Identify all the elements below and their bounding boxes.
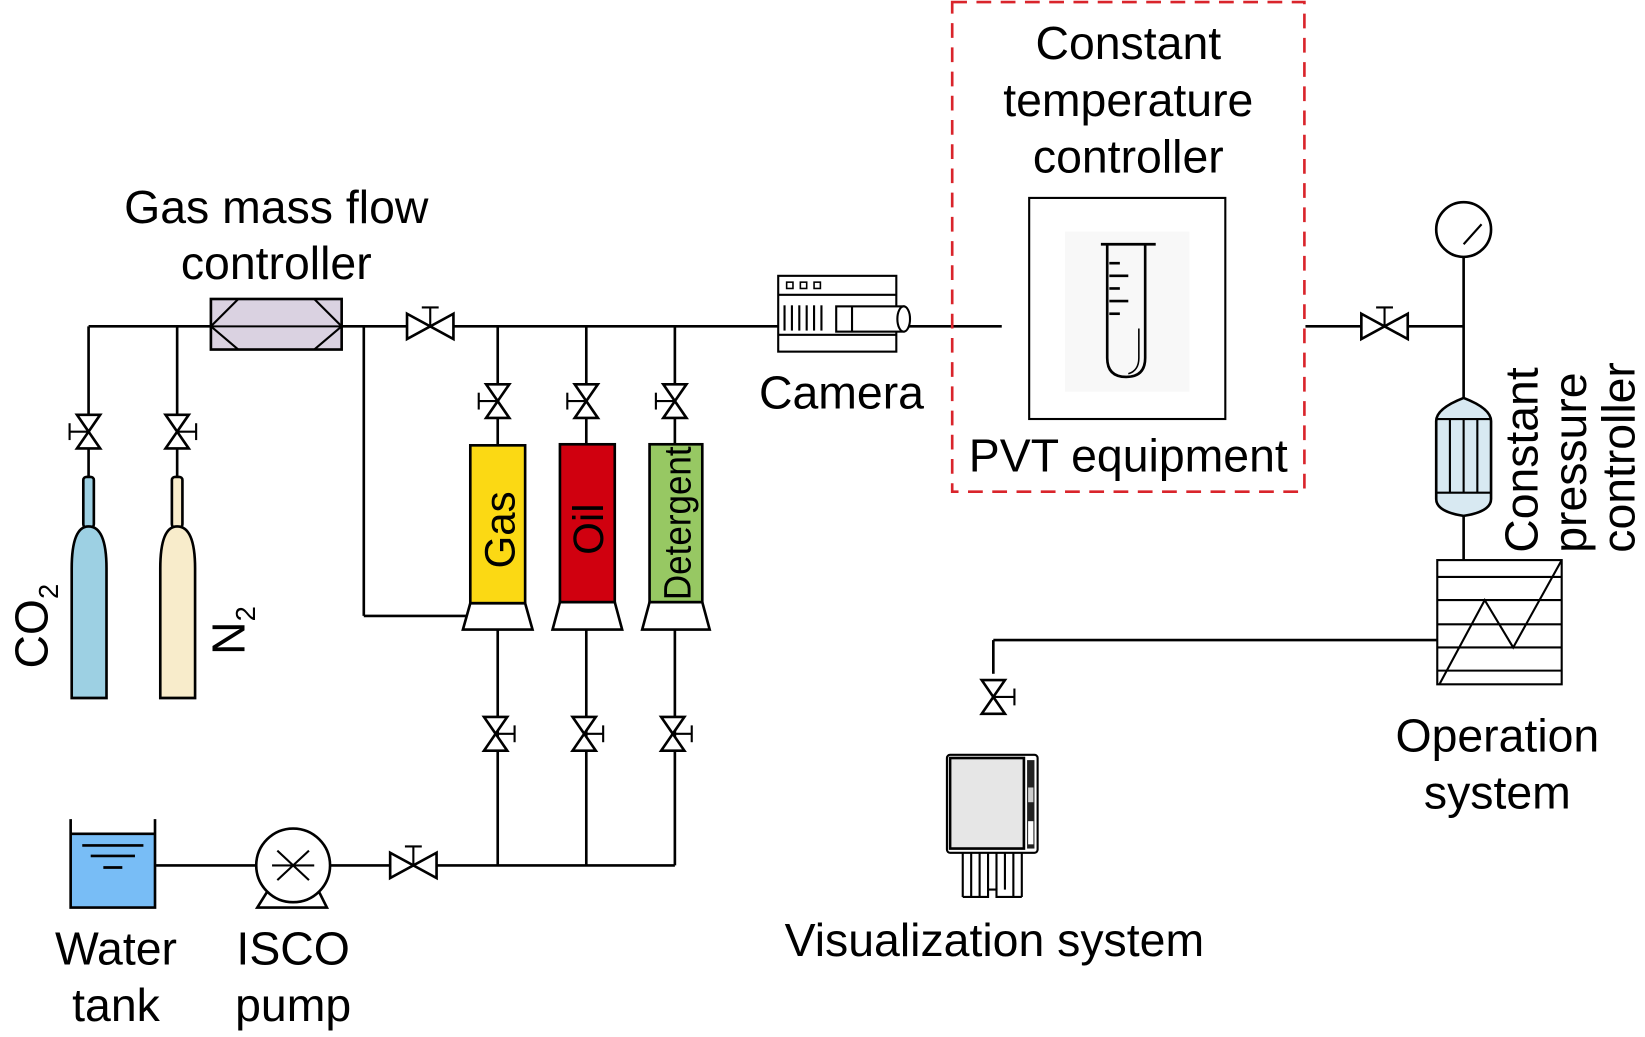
- camera-label: Camera: [759, 367, 924, 419]
- gas-container-label: Gas: [477, 491, 524, 568]
- oil-top-valve-icon[interactable]: [566, 382, 601, 420]
- detergent-container-label: Detergent: [658, 446, 700, 600]
- operation-system-label-line2: system: [1424, 767, 1571, 819]
- valve-icon[interactable]: [1360, 306, 1410, 342]
- water-tank-icon: [69, 819, 157, 909]
- visualization-system-label: Visualization system: [785, 914, 1204, 966]
- constant-temperature-label-line1: Constant: [1035, 17, 1221, 69]
- pvt-equipment: [1028, 196, 1227, 421]
- pressure-gauge-icon: [1434, 200, 1493, 259]
- water-tank-label-line2: tank: [72, 979, 161, 1031]
- svg-text:CO2: CO2: [5, 584, 64, 669]
- constant-temperature-label-line3: controller: [1033, 131, 1224, 183]
- constant-pressure-label-line3: controller: [1592, 362, 1644, 553]
- test-tube-icon: [1100, 242, 1156, 379]
- valve-icon[interactable]: [405, 306, 455, 342]
- gas-mass-flow-controller-label-line2: controller: [181, 237, 372, 289]
- gas-mass-flow-controller-label-line1: Gas mass flow: [124, 181, 429, 233]
- constant-pressure-label-line1: Constant: [1495, 367, 1547, 553]
- back-pressure-vessel-icon: [1434, 396, 1493, 518]
- n2-valve-icon[interactable]: [163, 413, 198, 450]
- n2-cylinder-icon: [158, 448, 197, 700]
- computer-monitor-icon: [945, 753, 1039, 899]
- water-tank-label-line1: Water: [55, 922, 177, 974]
- constant-temperature-label-line2: temperature: [1003, 74, 1253, 126]
- constant-pressure-label-line2: pressure: [1544, 372, 1596, 552]
- co2-label: CO2: [5, 584, 64, 669]
- n2-label: N2: [203, 606, 262, 655]
- detergent-top-valve-icon[interactable]: [654, 382, 689, 420]
- constant-temperature-boundary: [950, 0, 1306, 493]
- detergent-bottom-valve-icon[interactable]: [658, 715, 693, 752]
- camera-icon: [777, 274, 912, 353]
- oil-bottom-valve-icon[interactable]: [570, 715, 605, 752]
- oil-container-label: Oil: [565, 503, 612, 554]
- gas-mass-flow-controller: [209, 297, 344, 351]
- pump-icon: [254, 827, 332, 909]
- co2-cylinder-icon: [70, 448, 108, 700]
- valve-icon[interactable]: [388, 845, 438, 881]
- co2-valve-icon[interactable]: [68, 413, 103, 450]
- isco-pump-label-line1: ISCO: [236, 922, 349, 974]
- visualization-valve-icon[interactable]: [979, 678, 1016, 716]
- isco-pump-label-line2: pump: [235, 979, 351, 1031]
- gas-bottom-valve-icon[interactable]: [481, 715, 516, 752]
- gas-top-valve-icon[interactable]: [477, 382, 512, 420]
- detergent-container: [640, 442, 712, 631]
- oil-container: [550, 442, 624, 631]
- operation-system-icon: [1436, 559, 1563, 686]
- pvt-equipment-label: PVT equipment: [969, 430, 1288, 482]
- operation-system-label-line1: Operation: [1395, 710, 1599, 762]
- gas-container: [461, 444, 535, 631]
- svg-text:N2: N2: [203, 606, 262, 655]
